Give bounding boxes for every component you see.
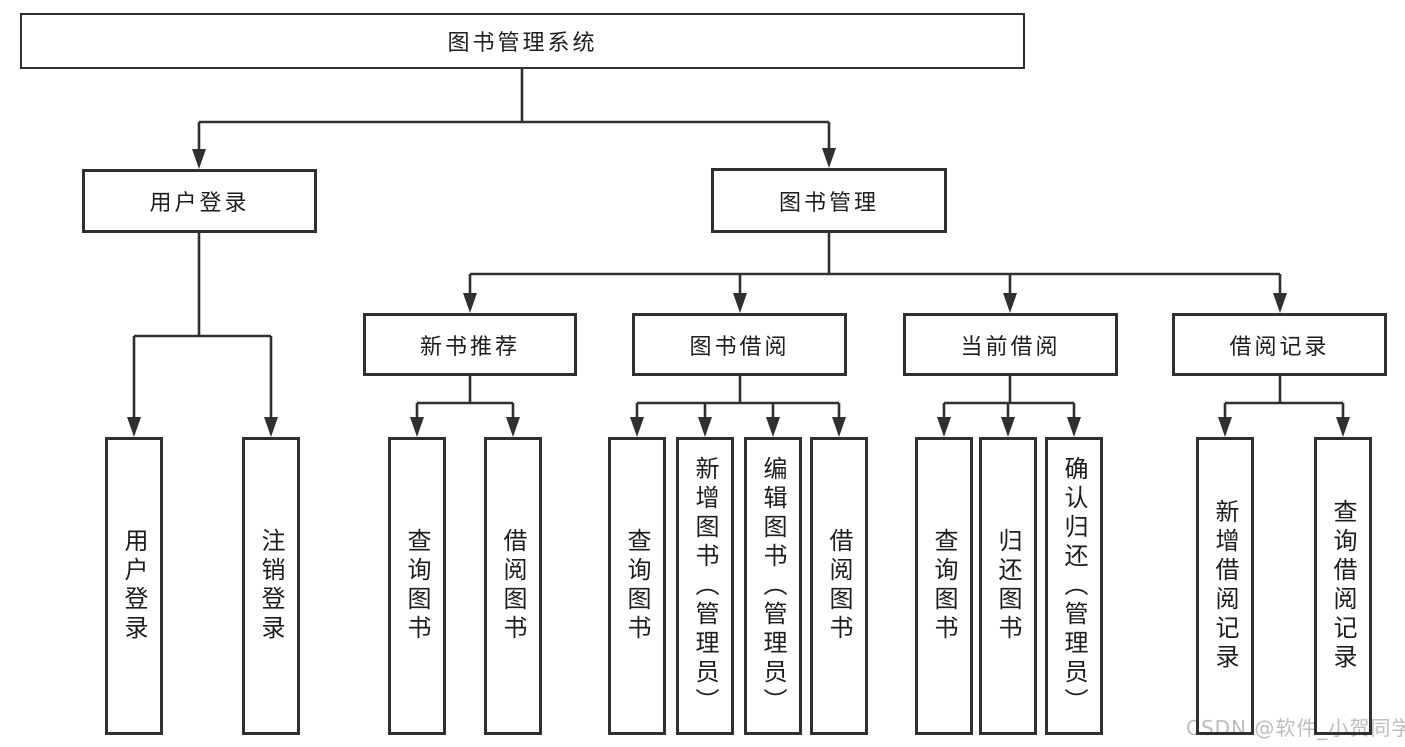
leaf-recommend-borrow-books-label: 借阅图书 — [499, 528, 527, 644]
leaf-edit-book-admin-label: 编辑图书（管理员） — [759, 455, 787, 717]
leaf-borrowing-query-books-label: 查询图书 — [623, 528, 651, 644]
node-root-library-system: 图书管理系统 — [20, 13, 1025, 69]
connector-book-management-to-level3 — [468, 233, 1282, 295]
leaf-return-book-label: 归还图书 — [994, 528, 1022, 644]
leaf-recommend-borrow-books: 借阅图书 — [484, 437, 542, 735]
arrowheads-current-borrow-leaves — [937, 417, 1081, 437]
leaf-return-book: 归还图书 — [979, 437, 1037, 735]
connector-borrow-records-to-leaves — [1223, 376, 1345, 419]
leaf-confirm-return-admin-label: 确认归还（管理员） — [1060, 455, 1088, 717]
arrowheads-book-management-level3 — [463, 293, 1287, 313]
leaf-add-book-admin-label: 新增图书（管理员） — [691, 455, 719, 717]
leaf-logout: 注销登录 — [242, 437, 300, 735]
leaf-recommend-query-books-label: 查询图书 — [403, 528, 431, 644]
leaf-user-login: 用户登录 — [105, 437, 163, 735]
arrowheads-new-book-leaves — [410, 417, 520, 437]
leaf-add-book-admin: 新增图书（管理员） — [676, 437, 734, 735]
node-new-book-recommend: 新书推荐 — [363, 313, 577, 376]
connector-new-book-to-leaves — [415, 376, 515, 419]
connector-user-login-to-leaves — [132, 233, 273, 419]
leaf-add-borrow-record-label: 新增借阅记录 — [1211, 499, 1239, 673]
leaf-user-login-label: 用户登录 — [120, 528, 148, 644]
leaf-query-borrow-record-label: 查询借阅记录 — [1329, 499, 1357, 673]
node-current-borrowing: 当前借阅 — [903, 313, 1118, 376]
arrowheads-root-to-level2 — [192, 148, 836, 169]
leaf-query-borrow-record: 查询借阅记录 — [1314, 437, 1372, 735]
node-user-login: 用户登录 — [82, 169, 317, 233]
leaf-logout-label: 注销登录 — [257, 528, 285, 644]
arrowheads-user-login-leaves — [127, 417, 278, 437]
leaf-current-query-books-label: 查询图书 — [930, 528, 958, 644]
leaf-borrowing-query-books: 查询图书 — [608, 437, 666, 735]
connector-current-borrow-to-leaves — [942, 376, 1076, 419]
leaf-edit-book-admin: 编辑图书（管理员） — [744, 437, 802, 735]
leaf-confirm-return-admin: 确认归还（管理员） — [1045, 437, 1103, 735]
leaf-borrowing-borrow-books: 借阅图书 — [810, 437, 868, 735]
leaf-current-query-books: 查询图书 — [915, 437, 973, 735]
leaf-recommend-query-books: 查询图书 — [388, 437, 446, 735]
node-book-borrowing: 图书借阅 — [632, 313, 847, 376]
connector-root-to-level2 — [197, 69, 831, 151]
arrowheads-book-borrow-leaves — [630, 417, 846, 437]
node-borrow-records: 借阅记录 — [1172, 313, 1387, 376]
leaf-borrowing-borrow-books-label: 借阅图书 — [825, 528, 853, 644]
csdn-watermark: CSDN @软件_小贺同学 — [1186, 716, 1405, 740]
arrowheads-borrow-records-leaves — [1218, 417, 1350, 437]
connector-book-borrow-to-leaves — [635, 376, 841, 419]
node-book-management: 图书管理 — [711, 168, 947, 233]
leaf-add-borrow-record: 新增借阅记录 — [1196, 437, 1254, 735]
